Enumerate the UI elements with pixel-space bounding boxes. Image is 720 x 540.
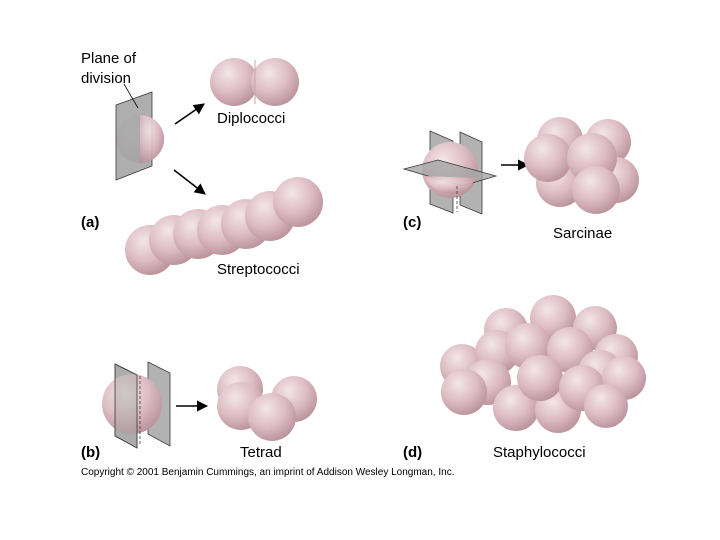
panel-d-tag: (d) [403, 444, 423, 461]
cell [210, 58, 258, 106]
tetrad-label: Tetrad [240, 444, 282, 461]
panel-b-tag: (b) [81, 444, 101, 461]
staphylococci-label: Staphylococci [493, 444, 586, 461]
cell [572, 166, 620, 214]
cell [441, 369, 487, 415]
cell [517, 355, 563, 401]
tetrad-cells [217, 366, 317, 441]
diplococci-cells [210, 58, 299, 106]
arrow-to-diplococci [174, 103, 205, 125]
panel-c [402, 117, 639, 215]
streptococci-chain [125, 177, 323, 275]
cell-lower-half [425, 176, 476, 194]
plane-of-division-label-line2: division [81, 70, 132, 87]
panel-a-tag: (a) [81, 214, 100, 231]
cell [248, 393, 296, 441]
plane-of-division-label-line1: Plane of [81, 50, 137, 67]
cell [524, 134, 572, 182]
streptococci-label: Streptococci [217, 261, 300, 278]
plane-leader-line [123, 83, 139, 109]
panel-a [115, 58, 323, 275]
cell [102, 374, 162, 434]
panel-c-tag: (c) [403, 214, 422, 231]
cell [584, 384, 628, 428]
sarcinae-label: Sarcinae [553, 225, 613, 242]
dividing-cell-b [102, 361, 171, 449]
dividing-cell-a [115, 91, 164, 181]
cell [251, 58, 299, 106]
cell [273, 177, 323, 227]
panel-b [102, 361, 317, 449]
sarcinae-cells [524, 117, 639, 214]
dividing-cell-c [402, 130, 498, 215]
diplococci-label: Diplococci [217, 110, 286, 127]
division-plane-1-front [114, 363, 138, 449]
staphylococci-cluster [440, 295, 646, 433]
panel-d [440, 295, 646, 433]
copyright-notice: Copyright © 2001 Benjamin Cummings, an i… [81, 467, 455, 478]
cell-front-half [140, 115, 164, 163]
arrow-to-streptococci [173, 169, 206, 195]
